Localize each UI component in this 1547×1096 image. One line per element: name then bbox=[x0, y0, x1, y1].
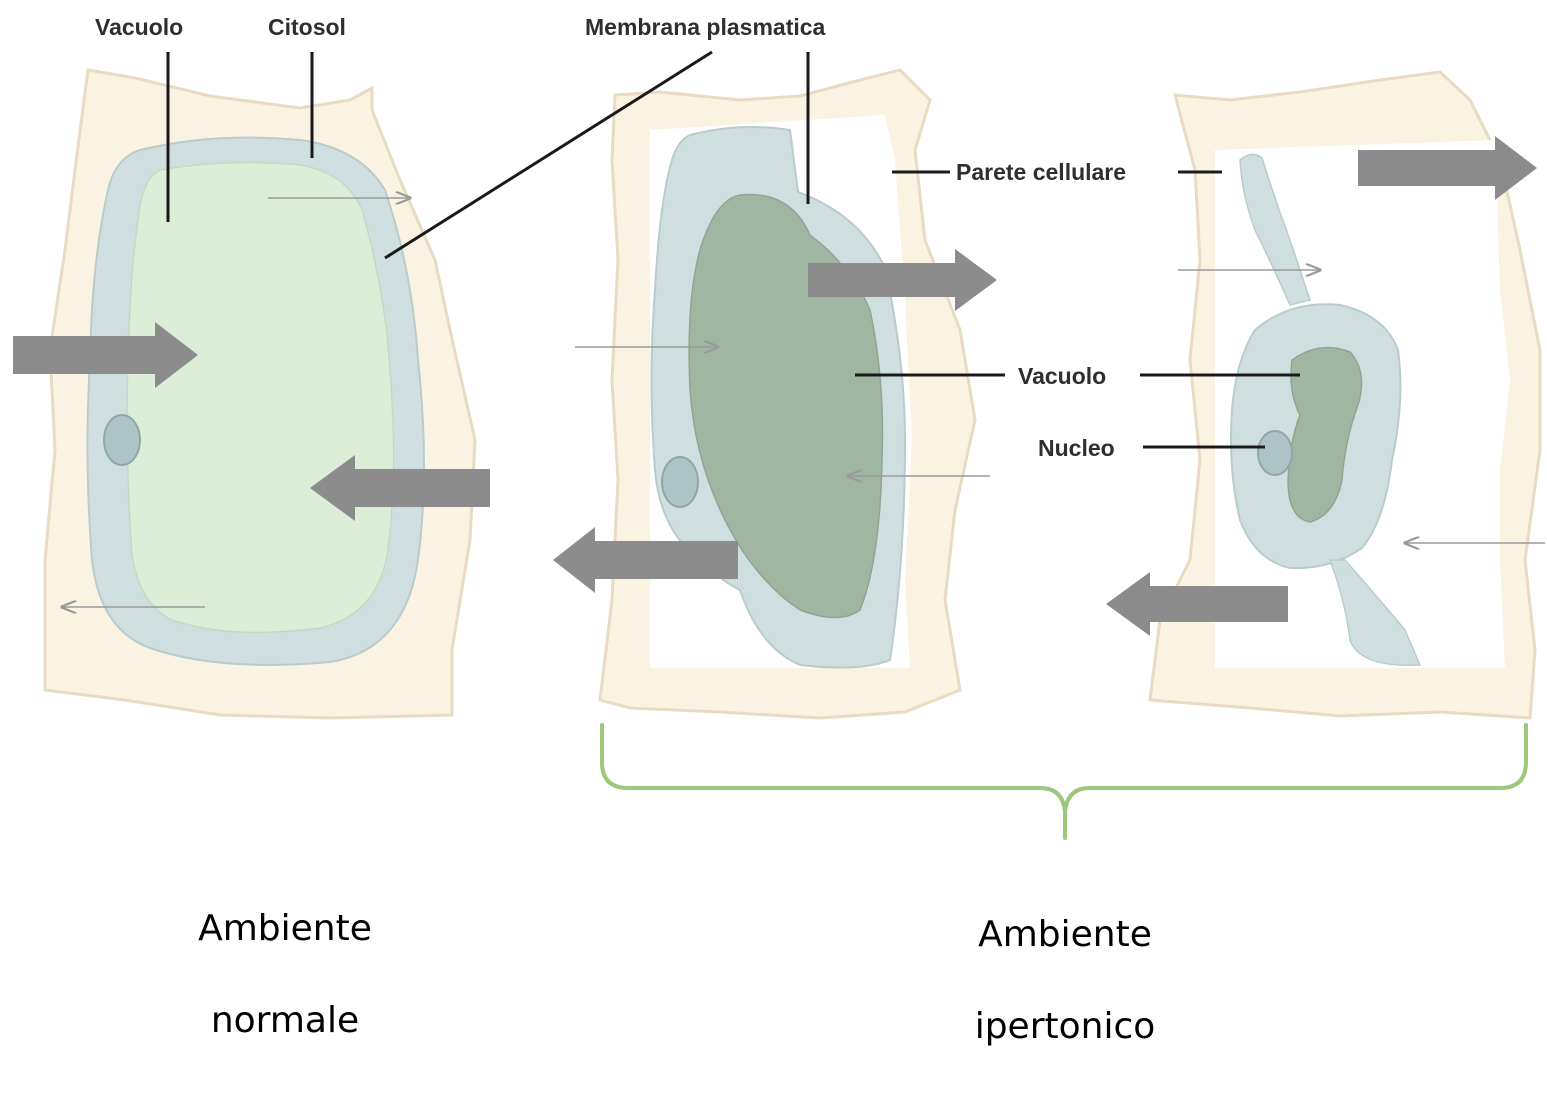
caption-normal-line1: Ambiente bbox=[150, 906, 420, 952]
nucleus bbox=[662, 457, 698, 507]
label-vacuolo-mid: Vacuolo bbox=[1018, 363, 1106, 389]
label-membrana-plasmatica: Membrana plasmatica bbox=[585, 14, 826, 40]
plasmolysis-diagram: Vacuolo Citosol Membrana plasmatica Pare… bbox=[0, 0, 1547, 966]
caption-ambiente-ipertonico: Ambiente ipertonico bbox=[930, 866, 1200, 1096]
caption-ipertonico-line2: ipertonico bbox=[930, 1004, 1200, 1050]
label-citosol: Citosol bbox=[268, 14, 346, 40]
caption-ambiente-normale: Ambiente normale bbox=[150, 860, 420, 1090]
cell-plasmolysis-2 bbox=[1106, 72, 1545, 718]
bracket-ipertonico bbox=[602, 725, 1526, 838]
caption-ipertonico-line1: Ambiente bbox=[930, 912, 1200, 958]
nucleus bbox=[104, 415, 140, 465]
label-vacuolo-top: Vacuolo bbox=[95, 14, 183, 40]
label-parete-cellulare: Parete cellulare bbox=[956, 159, 1126, 185]
nucleus bbox=[1258, 431, 1292, 475]
label-nucleo: Nucleo bbox=[1038, 435, 1115, 461]
cell-plasmolysis-1 bbox=[553, 70, 997, 718]
vacuole bbox=[127, 162, 393, 632]
cell-normal bbox=[13, 70, 490, 718]
caption-normal-line2: normale bbox=[150, 998, 420, 1044]
